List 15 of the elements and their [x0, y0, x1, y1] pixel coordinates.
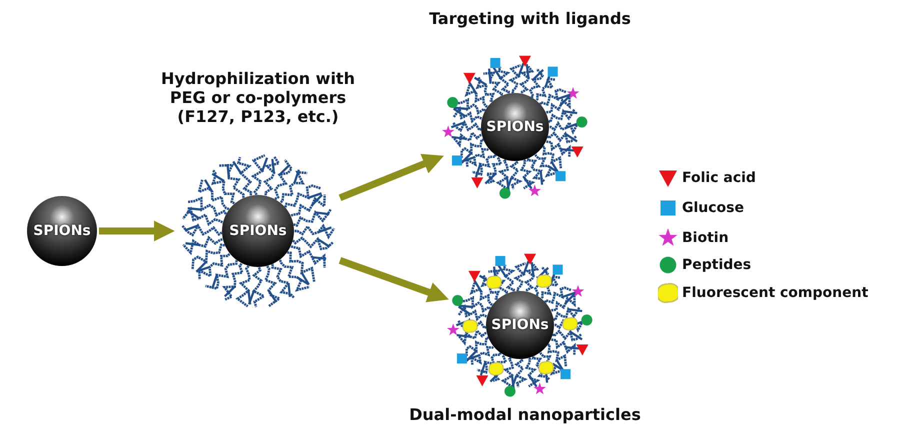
legend-label: Biotin	[682, 230, 729, 246]
arrow	[99, 220, 175, 242]
particle-label: SPIONs	[229, 223, 287, 239]
particle-label: SPIONs	[33, 223, 91, 239]
step-heading: Dual-modal nanoparticles	[408, 405, 642, 424]
arrow	[338, 154, 444, 202]
legend-label: Glucose	[682, 200, 744, 216]
arrow	[338, 257, 449, 302]
legend-label: Fluorescent component	[682, 285, 868, 301]
step-heading: Targeting with ligands	[428, 9, 632, 28]
legend-label: Folic acid	[682, 170, 756, 186]
legend-label: Peptides	[682, 257, 752, 273]
particle-label: SPIONs	[486, 119, 544, 135]
particle-label: SPIONs	[491, 317, 549, 333]
step-heading: Hydrophilization with PEG or co-polymers (F127, P123, etc.)	[160, 69, 356, 127]
